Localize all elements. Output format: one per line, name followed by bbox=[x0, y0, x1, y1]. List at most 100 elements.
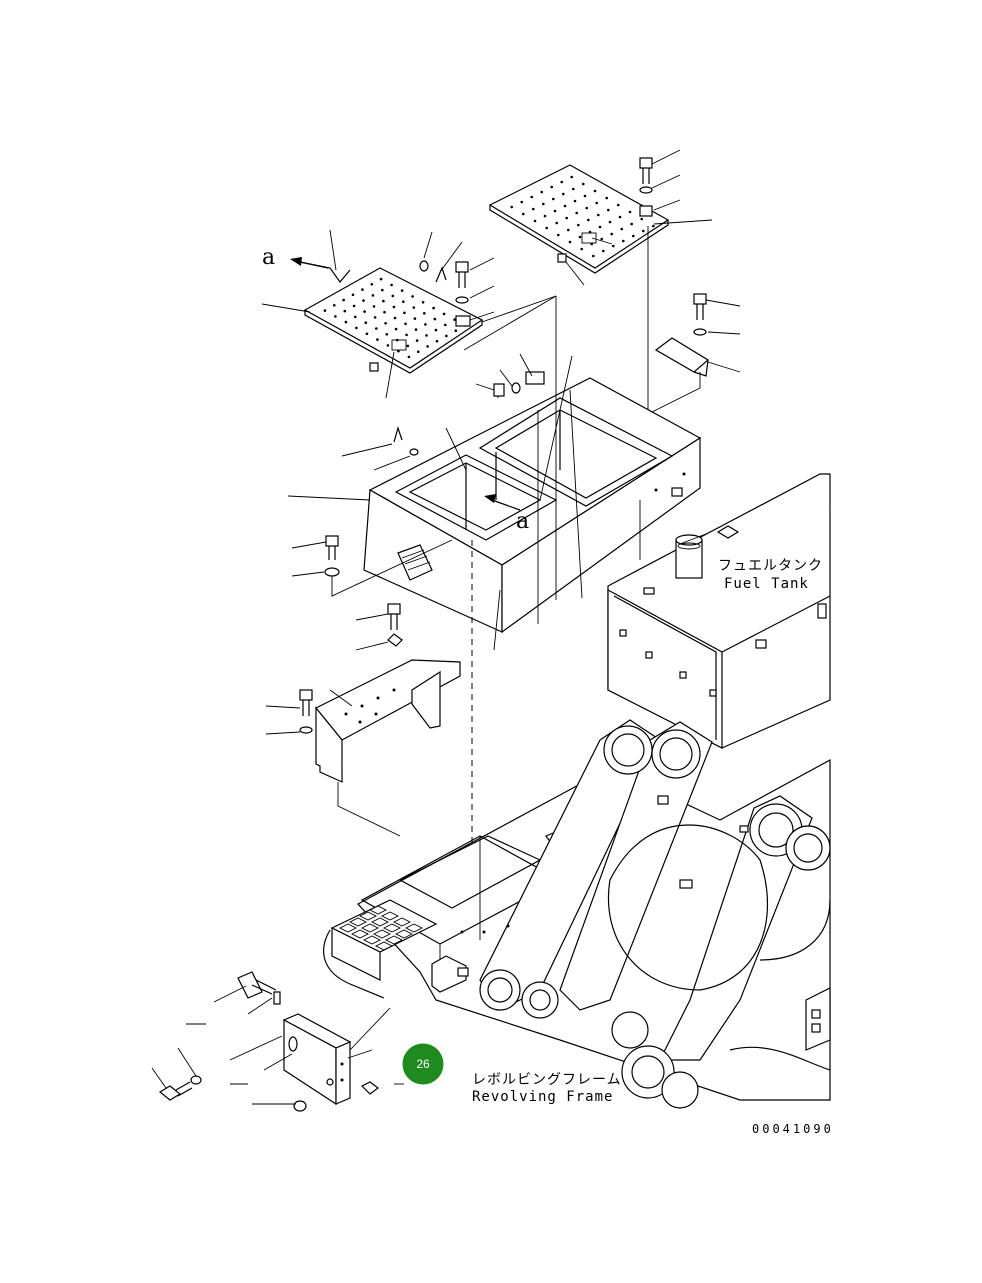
perforation-dot bbox=[577, 223, 580, 227]
perforation-dot bbox=[376, 338, 379, 341]
perforation-dot bbox=[365, 332, 369, 336]
perforation-dot bbox=[417, 350, 420, 354]
perforation-dot bbox=[642, 229, 645, 233]
perforation-dot bbox=[361, 288, 364, 291]
perforation-dot bbox=[433, 317, 437, 321]
perforation-dot bbox=[425, 334, 428, 337]
top-right-floor-plate bbox=[488, 164, 670, 274]
perforation-dot bbox=[533, 219, 537, 223]
basket-cell bbox=[382, 923, 402, 933]
perforation-dot bbox=[382, 299, 385, 303]
perforation-dot bbox=[553, 209, 557, 213]
basket-cell bbox=[350, 929, 370, 939]
perforation-dot bbox=[550, 185, 553, 189]
perforation-dot bbox=[397, 349, 400, 353]
perforation-dot bbox=[540, 190, 543, 194]
basket-cell bbox=[368, 905, 388, 915]
view-label-a-top: a bbox=[262, 245, 275, 270]
perforation-dot bbox=[454, 329, 458, 333]
small-mounting-plate bbox=[151, 971, 404, 1112]
perforation-dot bbox=[602, 249, 605, 253]
perforation-dot bbox=[628, 210, 632, 214]
perforation-dot bbox=[364, 321, 368, 325]
perforation-dot bbox=[413, 317, 417, 320]
perforation-dot bbox=[557, 233, 560, 237]
perforation-dot bbox=[587, 218, 590, 222]
perforation-dot bbox=[435, 339, 439, 343]
basket-cell bbox=[394, 929, 414, 939]
basket-cell bbox=[404, 923, 424, 933]
perforation-dot bbox=[652, 224, 655, 228]
perforation-dot bbox=[375, 327, 378, 330]
perforation-dot bbox=[572, 187, 575, 191]
perforation-dot bbox=[379, 277, 383, 281]
perforation-dot bbox=[562, 192, 565, 196]
perforation-dot bbox=[394, 327, 398, 331]
basket-cell bbox=[362, 935, 382, 945]
perforation-dot bbox=[412, 306, 416, 309]
perforation-dot bbox=[402, 300, 405, 304]
perforation-dot bbox=[411, 295, 414, 298]
perforation-dot bbox=[530, 195, 533, 199]
perforation-dot bbox=[442, 312, 446, 316]
callout-badge[interactable]: 26 bbox=[402, 1043, 444, 1085]
revolving-frame-label-en: Revolving Frame bbox=[472, 1089, 613, 1105]
basket-cell bbox=[374, 941, 394, 951]
perforation-dot bbox=[617, 203, 620, 207]
fuel-tank-label-jp: フュエルタンク bbox=[718, 558, 823, 574]
perforation-dot bbox=[532, 207, 535, 211]
perforation-dot bbox=[403, 311, 406, 315]
perforation-dot bbox=[568, 240, 572, 244]
perforation-dot bbox=[414, 328, 418, 331]
perforation-dot bbox=[570, 175, 573, 179]
perforation-dot bbox=[520, 200, 523, 204]
perforation-dot bbox=[343, 309, 347, 313]
perforation-dot bbox=[618, 215, 622, 219]
perforation-dot bbox=[385, 333, 389, 336]
perforation-dot bbox=[423, 312, 426, 315]
perforation-dot bbox=[575, 211, 578, 215]
perforation-dot bbox=[386, 344, 390, 347]
view-arrow-a-mid: a bbox=[484, 494, 529, 534]
perforation-dot bbox=[383, 310, 386, 314]
perforation-dot bbox=[567, 228, 570, 232]
perforation-dot bbox=[421, 301, 425, 304]
perforation-dot bbox=[444, 323, 447, 327]
basket-cell bbox=[370, 917, 390, 927]
perforation-dot bbox=[362, 299, 365, 302]
callout-circle[interactable] bbox=[402, 1043, 444, 1085]
perforation-dot bbox=[545, 226, 548, 230]
perforation-dot bbox=[583, 194, 587, 198]
revolving-frame-label-jp: レボルビングフレーム bbox=[472, 1072, 622, 1088]
perforation-dot bbox=[593, 189, 597, 193]
basket-cell bbox=[384, 935, 404, 945]
fuel-tank bbox=[607, 473, 831, 749]
perforation-dot bbox=[598, 225, 602, 229]
perforation-dot bbox=[426, 345, 429, 348]
perforation-dot bbox=[407, 355, 411, 359]
support-bracket bbox=[265, 603, 461, 837]
perforation-dot bbox=[344, 320, 348, 324]
perforation-dot bbox=[563, 204, 567, 208]
perforation-dot bbox=[522, 212, 525, 216]
perforation-dot bbox=[542, 202, 545, 206]
perforation-dot bbox=[555, 221, 558, 225]
perforation-dot bbox=[582, 182, 585, 186]
perforation-dot bbox=[560, 180, 563, 184]
perforation-dot bbox=[434, 328, 438, 332]
revolving-frame bbox=[323, 719, 831, 1109]
perforation-dot bbox=[612, 244, 615, 248]
perforation-dot bbox=[578, 235, 582, 239]
perforation-dot bbox=[371, 294, 375, 297]
basket-cell bbox=[360, 923, 380, 933]
perforation-dot bbox=[608, 220, 612, 224]
right-bracket-assembly bbox=[639, 293, 741, 419]
perforation-dot bbox=[622, 239, 625, 243]
perforation-dot bbox=[607, 208, 610, 212]
perforation-dot bbox=[445, 334, 448, 338]
perforation-dot bbox=[592, 254, 595, 258]
perforation-dot bbox=[334, 315, 337, 318]
perforation-dot bbox=[390, 283, 393, 287]
perforation-dot bbox=[405, 333, 408, 337]
perforation-dot bbox=[351, 293, 355, 297]
